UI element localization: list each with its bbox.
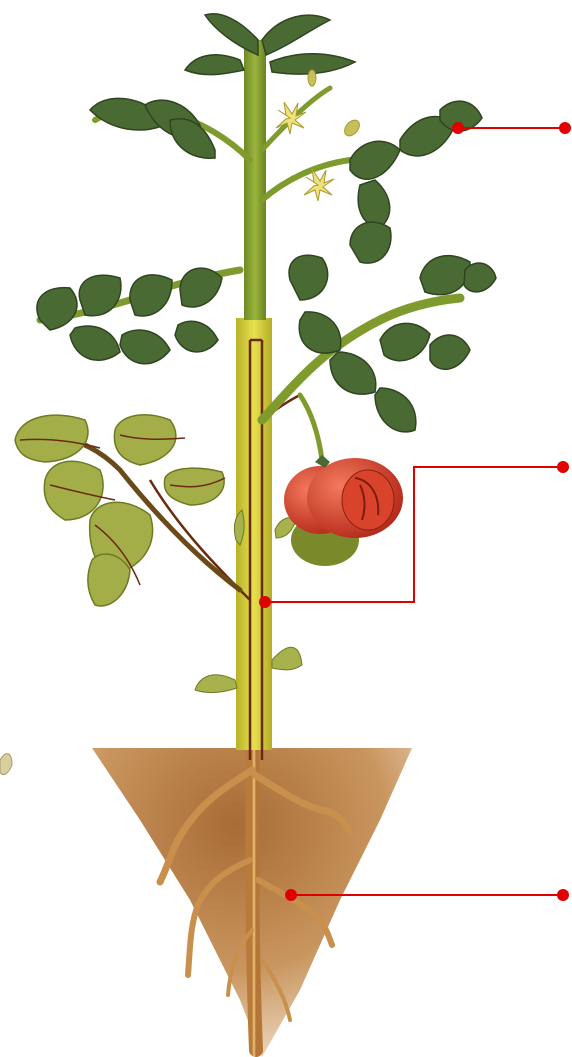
leaf-pointer-dot-start bbox=[452, 122, 464, 134]
root-pointer-dot-start bbox=[285, 889, 297, 901]
stem-pointer-dot-end bbox=[557, 461, 569, 473]
tomato-fruit bbox=[284, 455, 403, 566]
leaves-lower bbox=[15, 415, 224, 606]
stem-pointer-dot-start bbox=[259, 596, 271, 608]
leaf-pointer-dot-end bbox=[559, 122, 571, 134]
root-pointer-dot-end bbox=[557, 889, 569, 901]
stem-upper bbox=[244, 40, 266, 320]
side-bud bbox=[0, 754, 12, 775]
